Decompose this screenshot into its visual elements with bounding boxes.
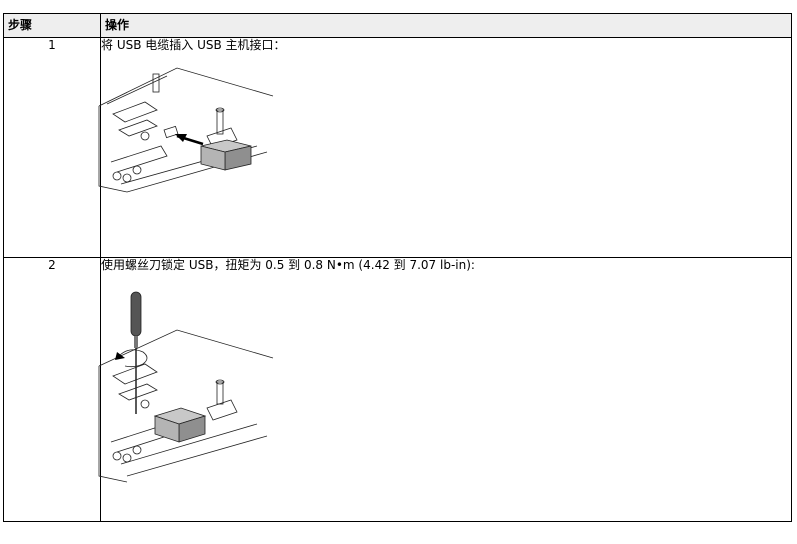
procedure-table: 步骤 操作 1 将 USB 电缆插入 USB 主机接口： bbox=[3, 13, 792, 522]
step-action-cell: 将 USB 电缆插入 USB 主机接口： bbox=[98, 37, 792, 258]
step-number: 2 bbox=[3, 257, 101, 522]
usb-insert-illustration bbox=[98, 67, 274, 193]
header-step: 步骤 bbox=[3, 13, 101, 38]
step-number: 1 bbox=[3, 37, 101, 258]
step-action-text: 将 USB 电缆插入 USB 主机接口： bbox=[101, 38, 286, 52]
table-header-row: 步骤 操作 bbox=[3, 13, 792, 38]
table-row: 1 将 USB 电缆插入 USB 主机接口： bbox=[3, 37, 792, 258]
screwdriver-lock-illustration bbox=[98, 291, 274, 483]
step-action-cell: 使用螺丝刀锁定 USB，扭矩为 0.5 到 0.8 N•m (4.42 到 7.… bbox=[98, 257, 792, 522]
header-action: 操作 bbox=[100, 13, 792, 38]
table-row: 2 使用螺丝刀锁定 USB，扭矩为 0.5 到 0.8 N•m (4.42 到 … bbox=[3, 257, 792, 522]
step-action-text: 使用螺丝刀锁定 USB，扭矩为 0.5 到 0.8 N•m (4.42 到 7.… bbox=[101, 258, 475, 272]
